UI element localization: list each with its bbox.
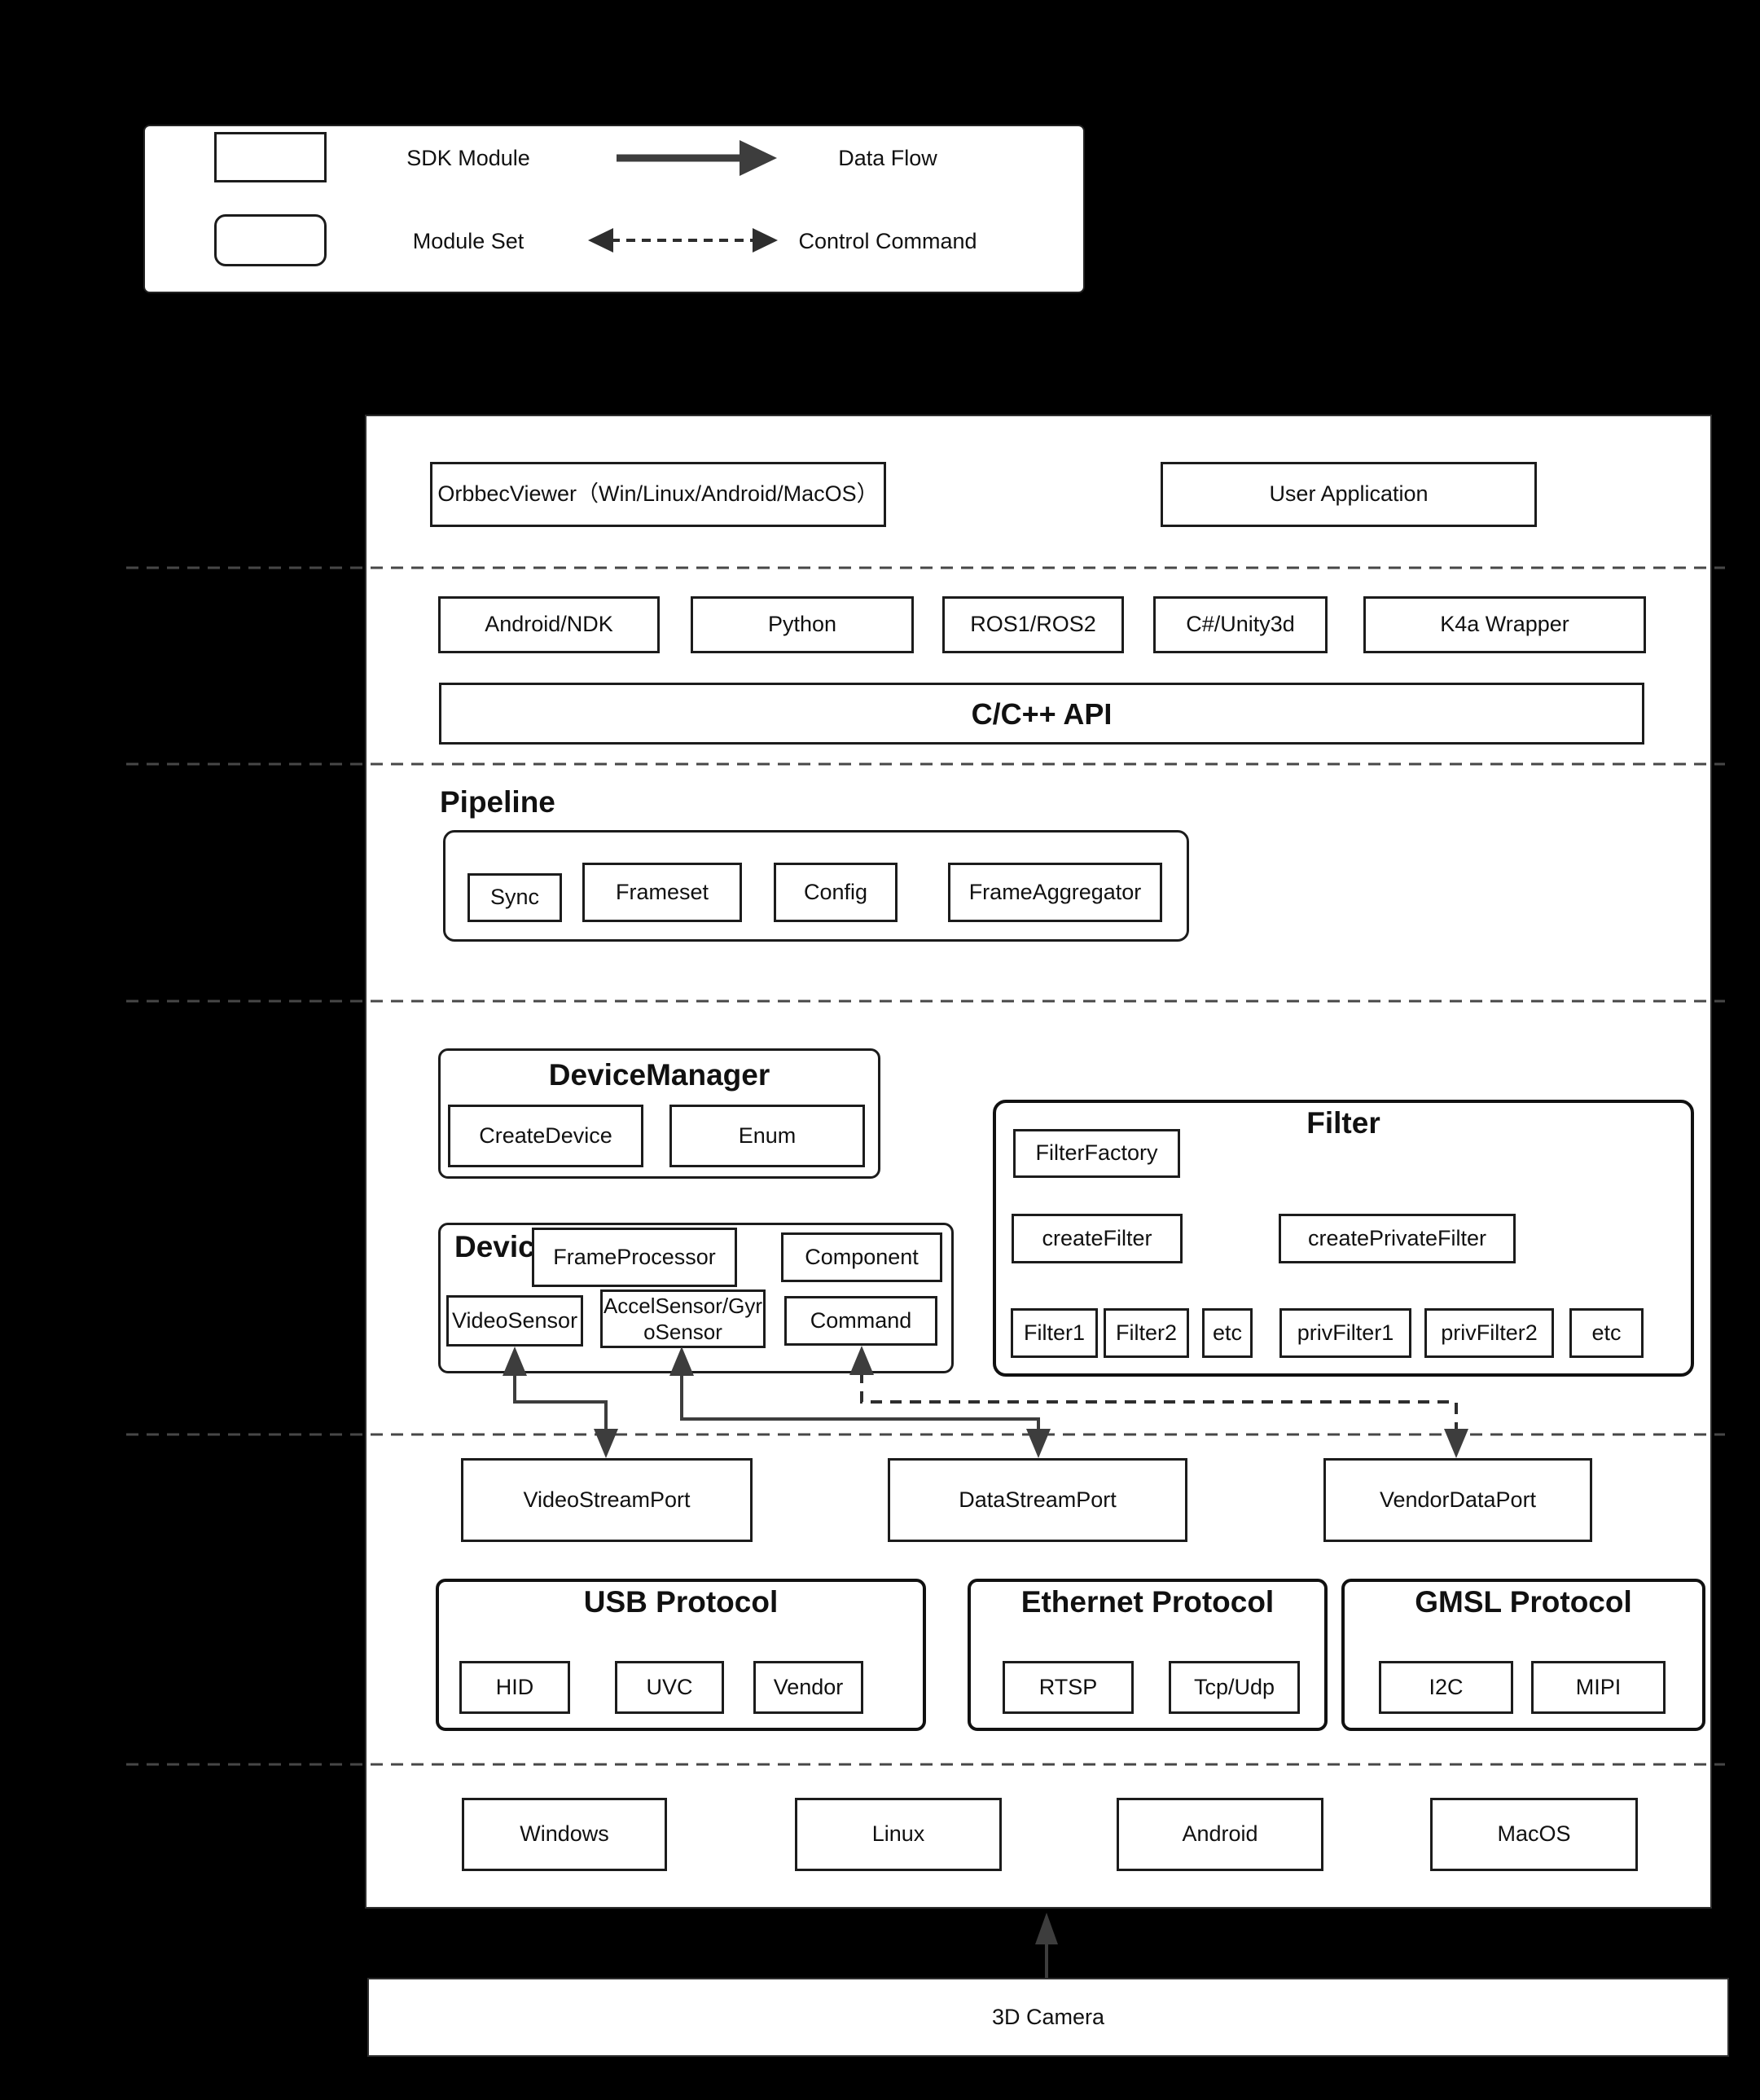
enum-box: Enum: [669, 1105, 865, 1167]
tcp-udp-box: Tcp/Udp: [1169, 1661, 1300, 1714]
wrapper-csharp-unity-box: C#/Unity3d: [1153, 596, 1328, 653]
pipeline-title: Pipeline: [440, 785, 555, 819]
accel-gyro-sensor-box: AccelSensor/GyroSensor: [600, 1289, 766, 1348]
gmsl-protocol-title: GMSL Protocol: [1415, 1585, 1632, 1619]
frame-processor-box: FrameProcessor: [532, 1228, 737, 1287]
legend-module-set-label: Module Set: [412, 228, 524, 253]
create-filter-box: createFilter: [1012, 1214, 1183, 1263]
usb-protocol-title: USB Protocol: [583, 1585, 779, 1619]
video-stream-port-box: VideoStreamPort: [461, 1458, 753, 1542]
vendor-box: Vendor: [753, 1661, 863, 1714]
filter-title: Filter: [1306, 1106, 1380, 1140]
pipeline-config-box: Config: [774, 863, 898, 922]
filter1-box: Filter1: [1011, 1308, 1098, 1358]
legend-data-flow-label: Data Flow: [838, 145, 937, 170]
command-box: Command: [784, 1296, 937, 1346]
pipeline-frameset-box: Frameset: [582, 863, 742, 922]
camera-up-arrow: [1035, 1913, 1058, 1978]
vendor-data-port-box: VendorDataPort: [1323, 1458, 1592, 1542]
component-box: Component: [781, 1232, 942, 1282]
orbbec-viewer-box: OrbbecViewer（Win/Linux/Android/MacOS）: [430, 462, 886, 527]
os-linux-box: Linux: [795, 1798, 1002, 1871]
ethernet-protocol-title: Ethernet Protocol: [1020, 1585, 1275, 1619]
hid-box: HID: [459, 1661, 570, 1714]
os-macos-box: MacOS: [1430, 1798, 1638, 1871]
user-application-box: User Application: [1161, 462, 1537, 527]
wrapper-k4a-box: K4a Wrapper: [1363, 596, 1646, 653]
uvc-box: UVC: [615, 1661, 724, 1714]
os-android-box: Android: [1117, 1798, 1323, 1871]
sdk-module-swatch: [214, 132, 327, 182]
wrapper-python-box: Python: [691, 596, 914, 653]
rtsp-box: RTSP: [1003, 1661, 1134, 1714]
pipeline-sync-box: Sync: [467, 873, 562, 922]
wrapper-ros-box: ROS1/ROS2: [942, 596, 1124, 653]
module-set-swatch: [214, 214, 327, 266]
mipi-box: MIPI: [1531, 1661, 1666, 1714]
camera-bar: 3D Camera: [367, 1978, 1729, 2057]
filter2-box: Filter2: [1104, 1308, 1189, 1358]
wrapper-android-ndk-box: Android/NDK: [438, 596, 660, 653]
video-sensor-box: VideoSensor: [446, 1295, 583, 1347]
filter-factory-box: FilterFactory: [1013, 1129, 1180, 1178]
create-device-box: CreateDevice: [448, 1105, 643, 1167]
priv-filter2-box: privFilter2: [1424, 1308, 1554, 1358]
priv-filter1-box: privFilter1: [1279, 1308, 1411, 1358]
priv-filter-etc-box: etc: [1569, 1308, 1644, 1358]
pipeline-frameaggregator-box: FrameAggregator: [948, 863, 1162, 922]
c-cpp-api-box: C/C++ API: [439, 683, 1644, 745]
os-windows-box: Windows: [462, 1798, 667, 1871]
data-stream-port-box: DataStreamPort: [888, 1458, 1187, 1542]
create-private-filter-box: createPrivateFilter: [1279, 1214, 1516, 1263]
legend-sdk-module-label: SDK Module: [406, 145, 530, 170]
filter-etc-box: etc: [1202, 1308, 1253, 1358]
legend-control-command-label: Control Command: [798, 228, 977, 253]
i2c-box: I2C: [1379, 1661, 1513, 1714]
device-manager-title: DeviceManager: [548, 1058, 770, 1092]
